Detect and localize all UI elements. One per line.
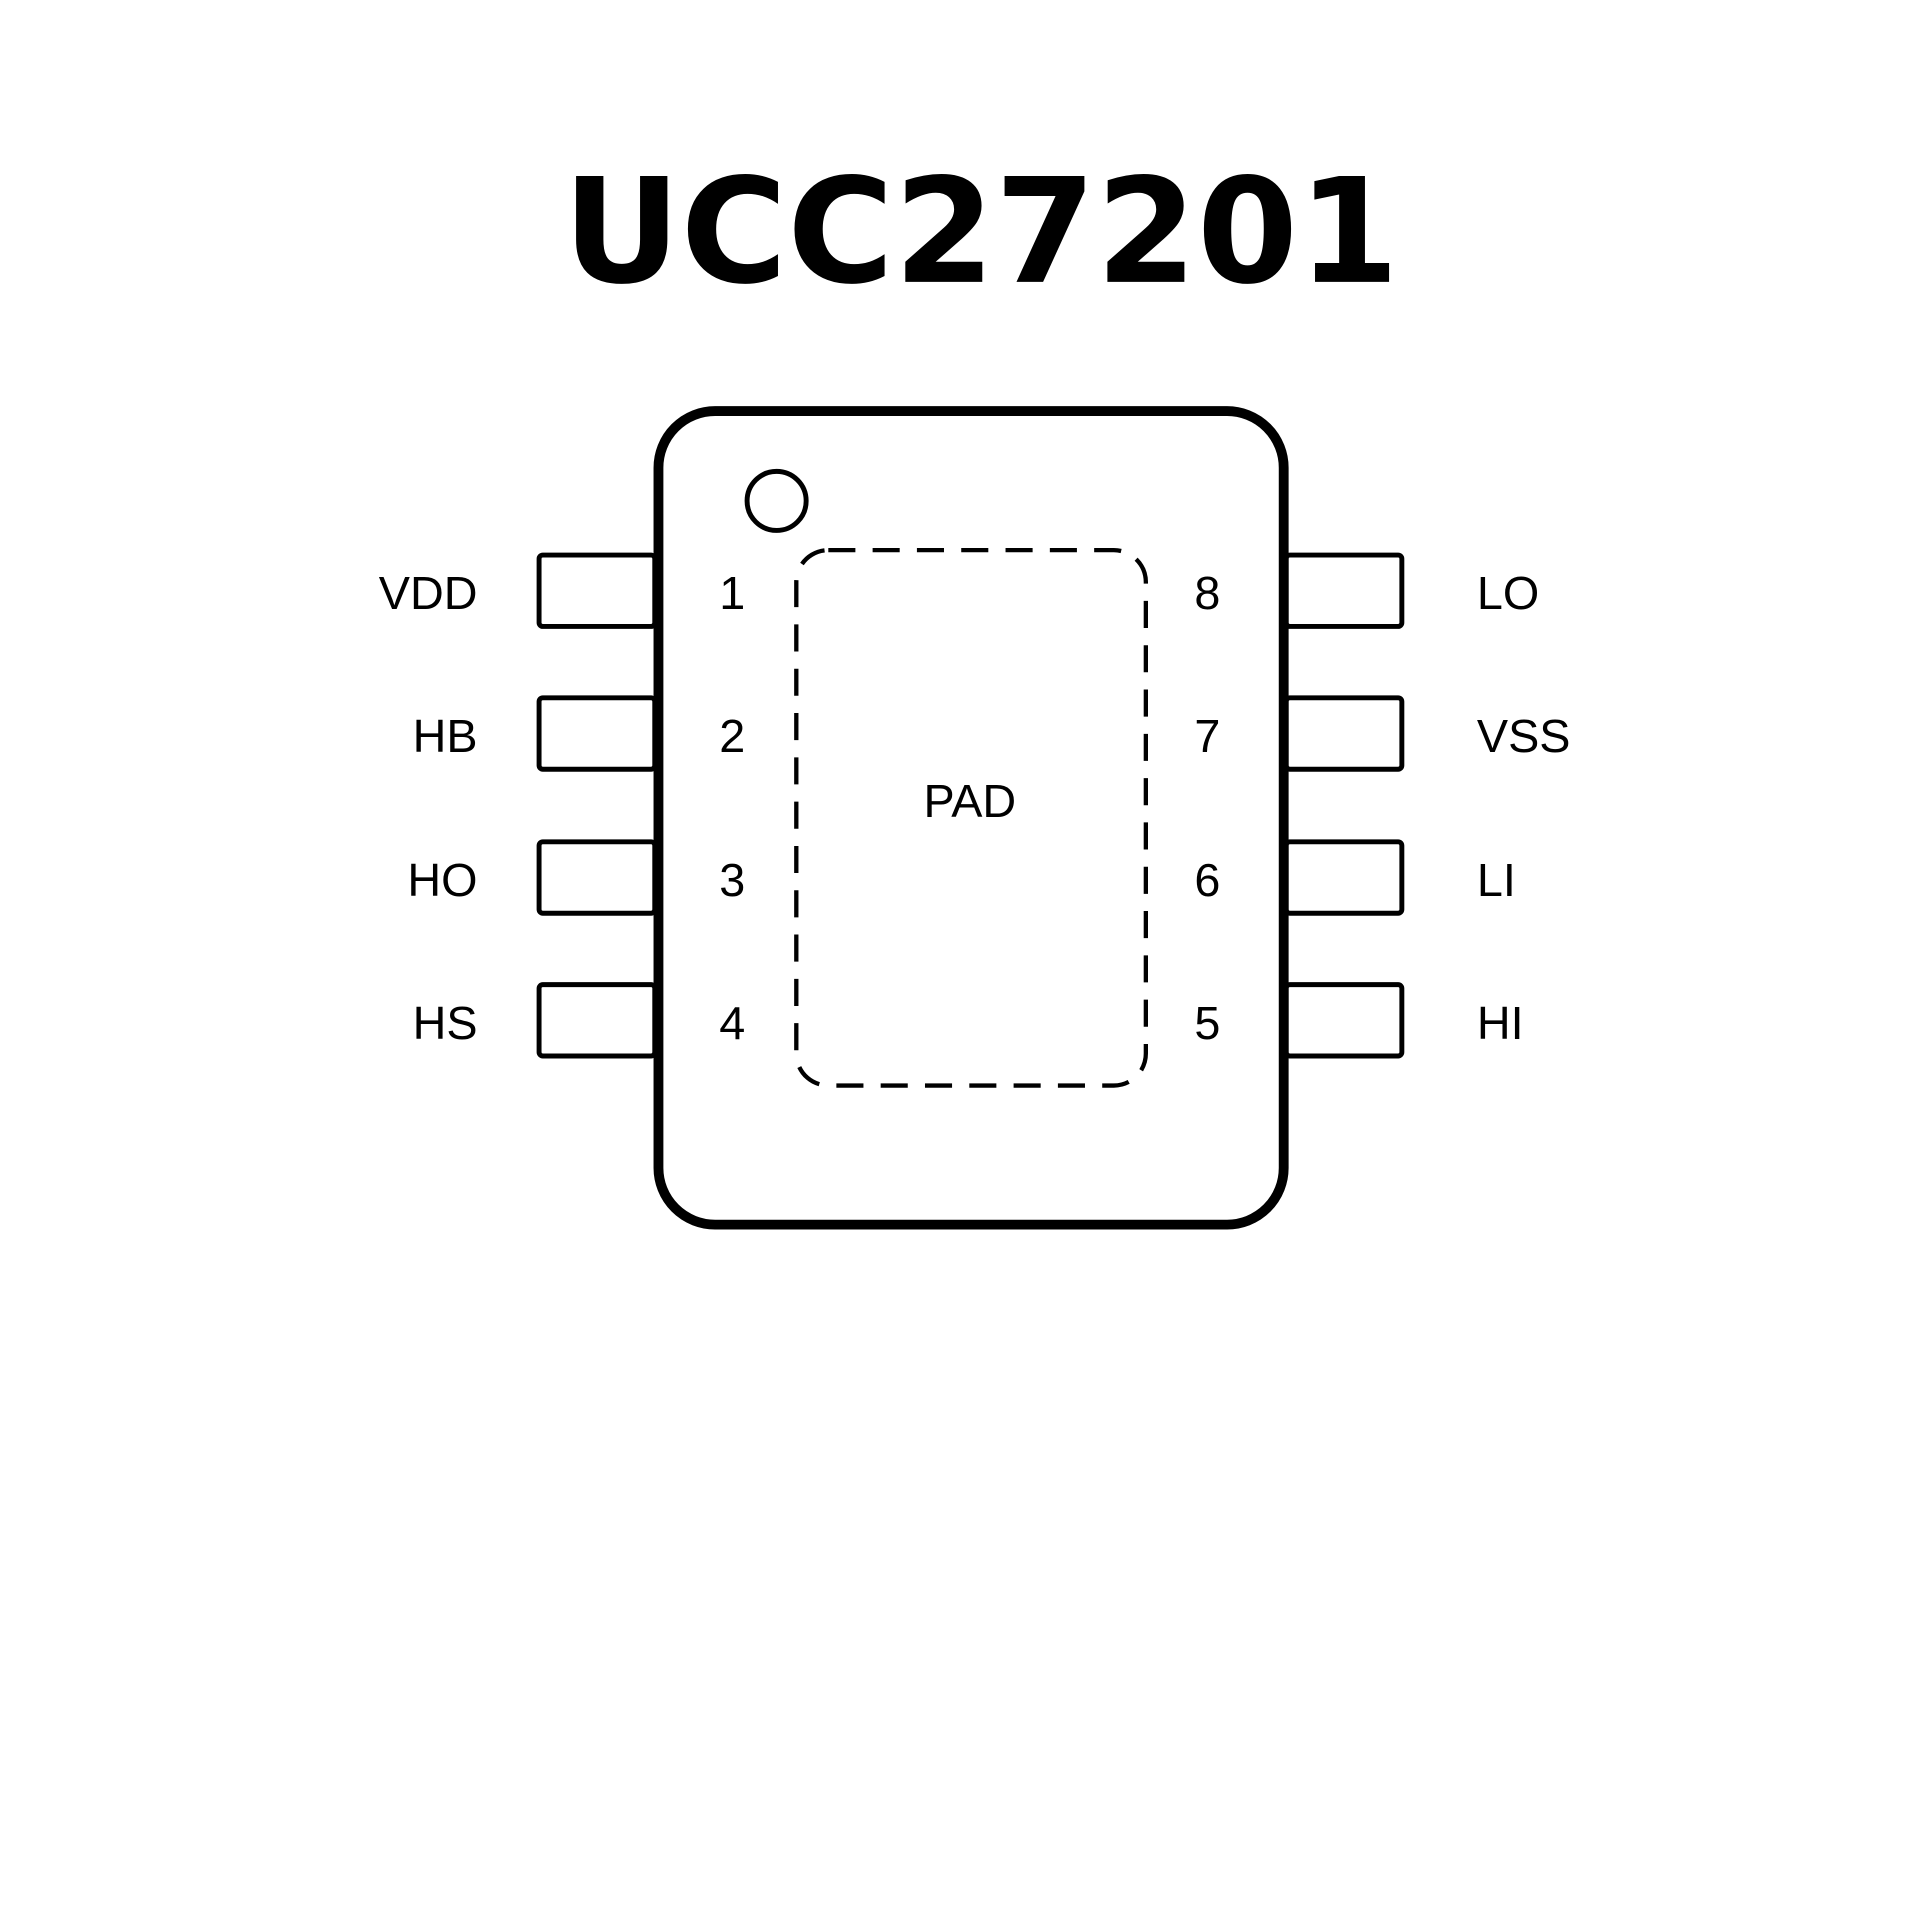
pad-label: PAD <box>924 775 1017 827</box>
pin-name: VSS <box>1477 710 1571 762</box>
chip-title: UCC27201 <box>563 148 1399 317</box>
pin-number: 6 <box>1194 854 1220 906</box>
pin-number: 3 <box>719 854 745 906</box>
pin-name: LI <box>1477 854 1516 906</box>
pin-number: 7 <box>1194 710 1220 762</box>
pin-number: 1 <box>719 567 745 619</box>
pin-name: LO <box>1477 567 1539 619</box>
pin-name: HS <box>413 997 478 1049</box>
pin-3-lead <box>536 839 658 916</box>
pin-name: HI <box>1477 997 1524 1049</box>
pin-number: 4 <box>719 997 745 1049</box>
pin-number: 2 <box>719 710 745 762</box>
thermal-pad-outline <box>794 548 1148 1088</box>
pin-number: 8 <box>1194 567 1220 619</box>
pin-name: HB <box>413 710 478 762</box>
chip-body <box>653 406 1289 1230</box>
pin-4-lead <box>536 982 658 1059</box>
pin-number: 5 <box>1194 997 1220 1049</box>
pin-1-lead <box>536 552 658 629</box>
pin-5-lead <box>1283 982 1405 1059</box>
pin-8-lead <box>1283 552 1405 629</box>
pin-7-lead <box>1283 695 1405 772</box>
pin-name: HO <box>407 854 477 906</box>
pin-2-lead <box>536 695 658 772</box>
pin-6-lead <box>1283 839 1405 916</box>
pin1-marker-icon <box>744 468 809 533</box>
pin-name: VDD <box>379 567 478 619</box>
